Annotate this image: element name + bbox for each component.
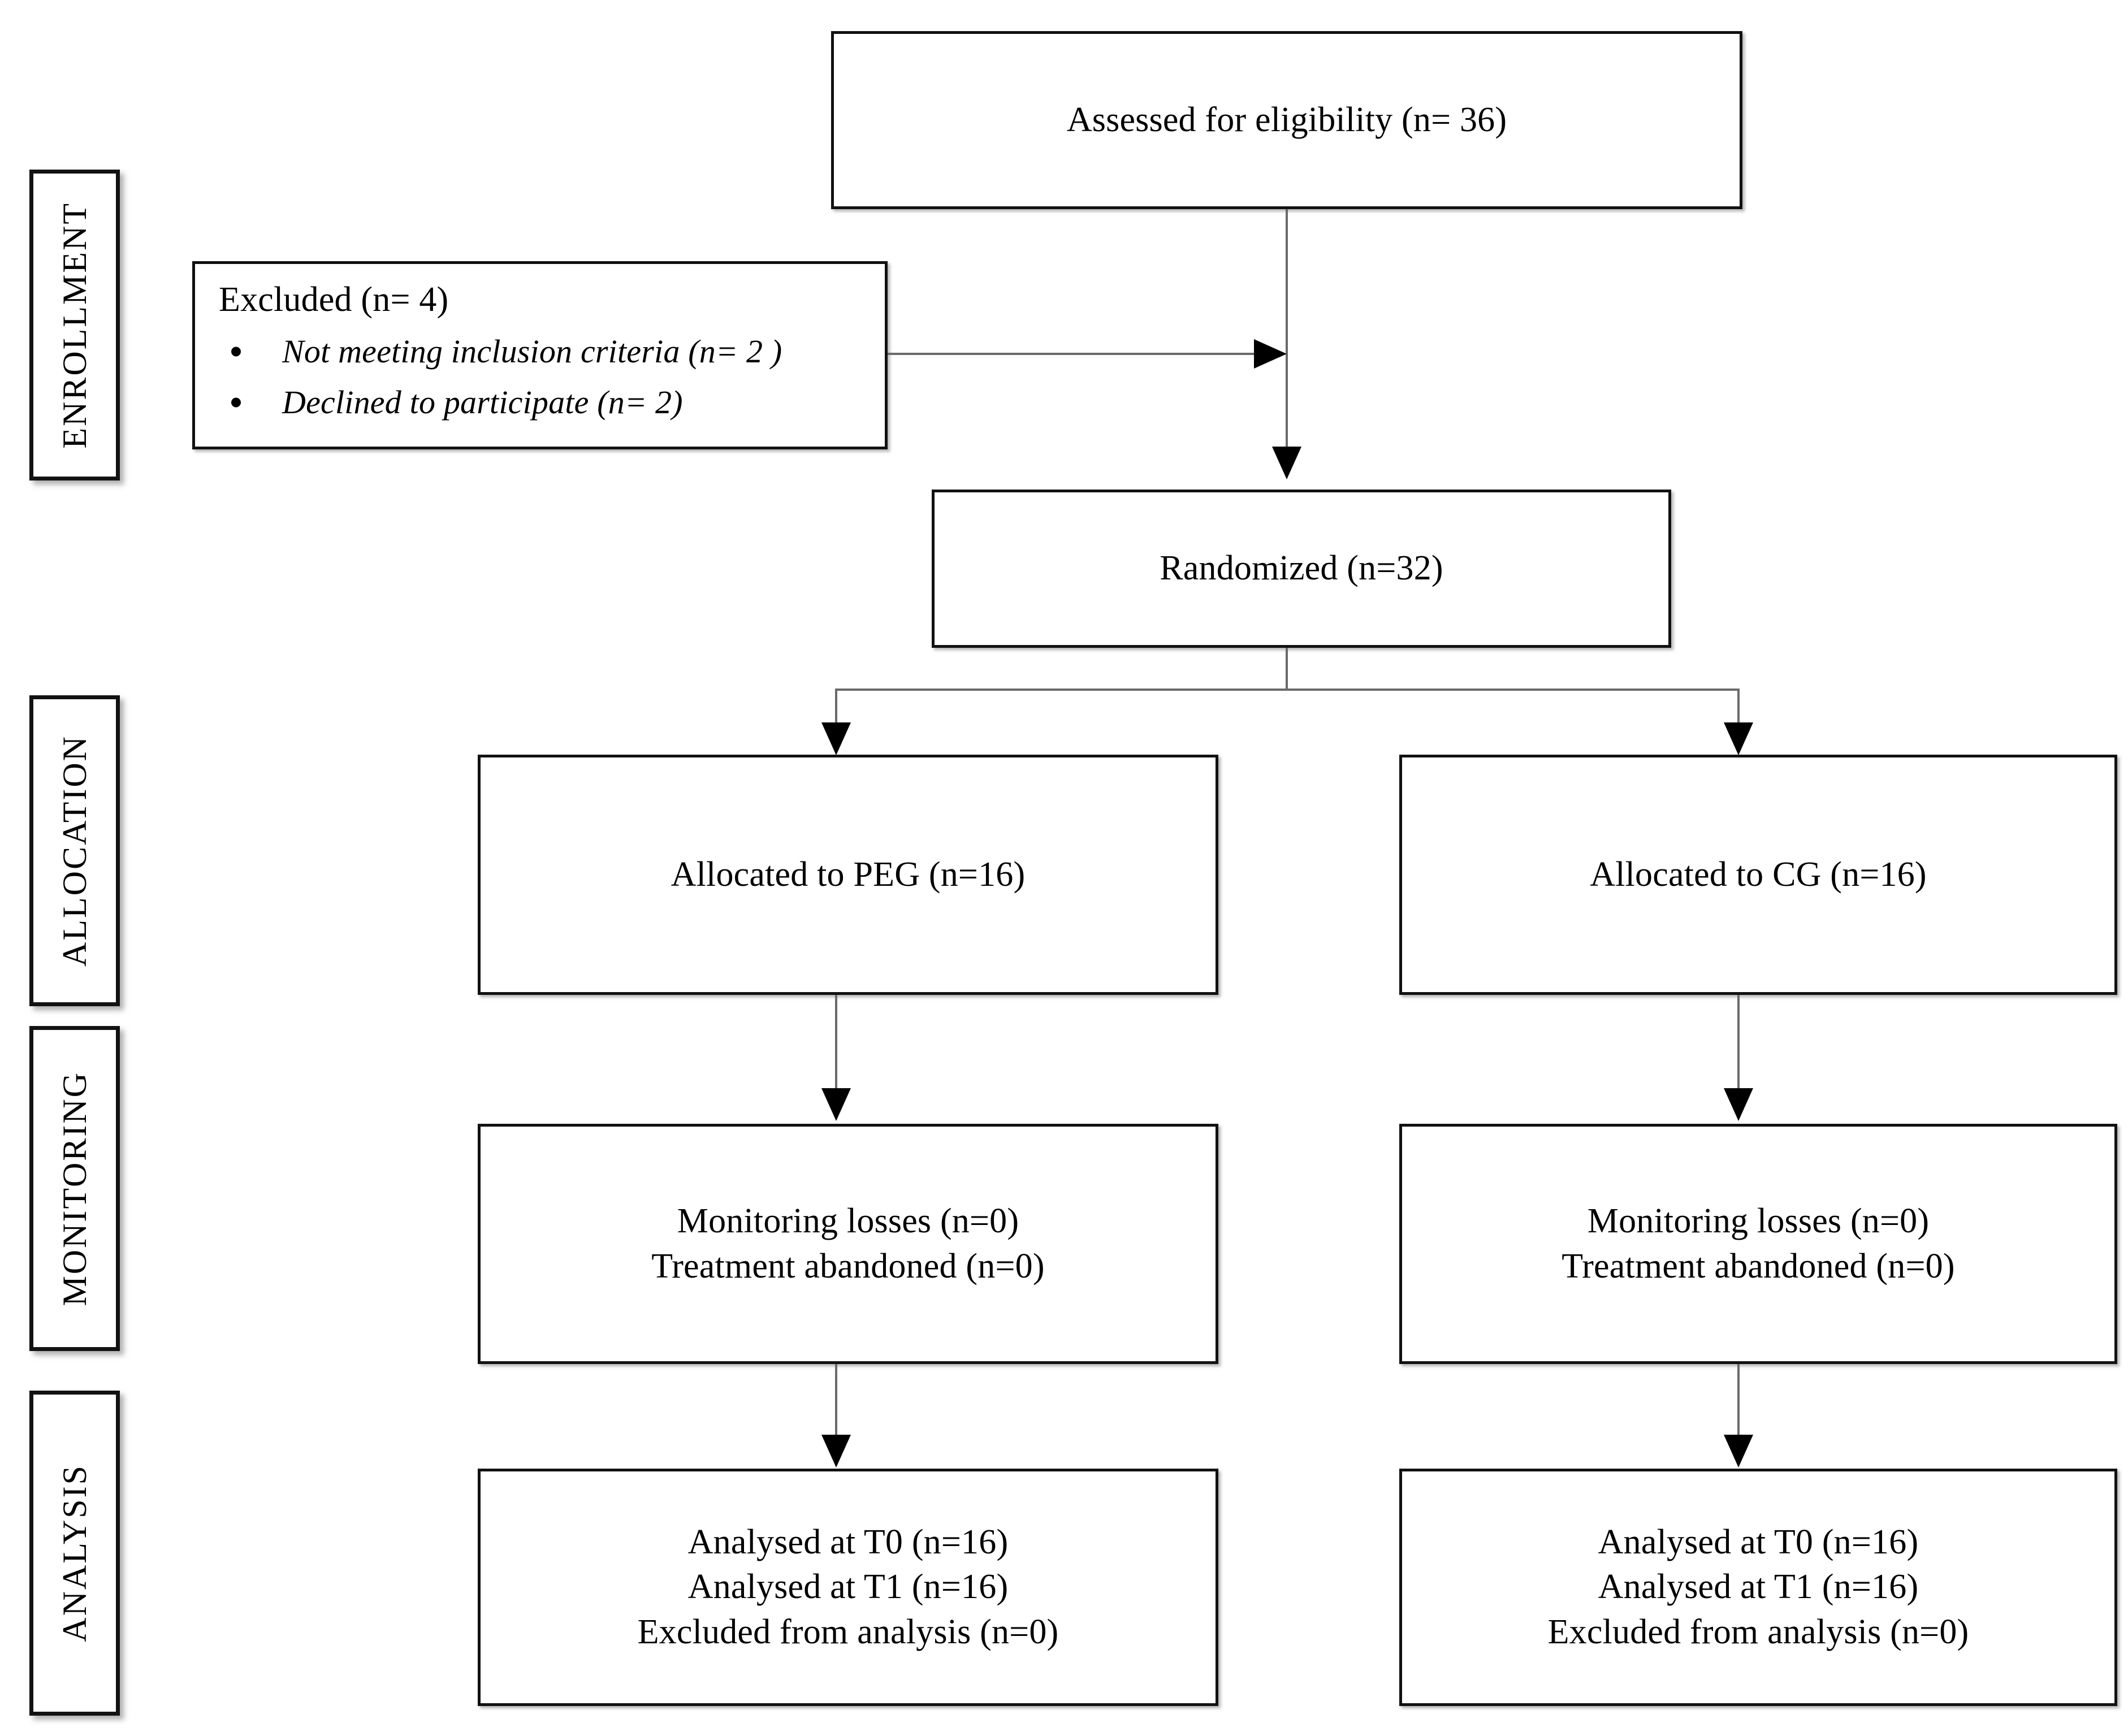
arrowhead-excluded-to-main <box>1254 339 1287 369</box>
node-allocated-cg-text: Allocated to CG (n=16) <box>1590 855 1927 894</box>
stage-label-monitoring: MONITORING <box>29 1026 120 1351</box>
connector-monitoring-left-to-analysis <box>835 1364 837 1460</box>
node-analysis-right-line2: Analysed at T1 (n=16) <box>1598 1568 1919 1607</box>
node-analysis-right-line3: Excluded from analysis (n=0) <box>1547 1612 1969 1651</box>
connector-excluded-to-main <box>888 353 1256 355</box>
node-analysis-left: Analysed at T0 (n=16) Analysed at T1 (n=… <box>478 1469 1218 1706</box>
node-assessed-for-eligibility: Assessed for eligibility (n= 36) <box>831 31 1742 209</box>
arrowhead-into-monitoring-left <box>821 1088 851 1121</box>
node-monitoring-right-line1: Monitoring losses (n=0) <box>1587 1202 1930 1241</box>
node-analysis-left-line3: Excluded from analysis (n=0) <box>637 1612 1059 1651</box>
arrowhead-into-alloc-cg <box>1724 722 1753 755</box>
node-analysis-left-line1: Analysed at T0 (n=16) <box>687 1522 1009 1561</box>
node-allocated-peg-text: Allocated to PEG (n=16) <box>671 855 1026 894</box>
bullet-icon <box>231 397 241 408</box>
stage-label-enrollment: ENROLLMENT <box>29 170 120 480</box>
connector-assessed-to-randomized <box>1286 209 1288 476</box>
connector-cg-to-monitoring <box>1737 995 1740 1102</box>
node-allocated-peg: Allocated to PEG (n=16) <box>478 755 1218 995</box>
arrowhead-into-alloc-peg <box>821 722 851 755</box>
node-excluded: Excluded (n= 4) Not meeting inclusion cr… <box>192 261 888 449</box>
node-monitoring-left-line1: Monitoring losses (n=0) <box>677 1202 1019 1241</box>
bullet-icon <box>231 347 241 357</box>
arrowhead-into-randomized <box>1272 447 1301 479</box>
node-monitoring-right: Monitoring losses (n=0) Treatment abando… <box>1399 1124 2117 1364</box>
node-analysis-right-line1: Analysed at T0 (n=16) <box>1598 1522 1919 1561</box>
stage-label-allocation-text: ALLOCATION <box>56 735 93 967</box>
list-item: Declined to participate (n= 2) <box>219 382 885 423</box>
connector-randomized-to-peg <box>835 689 837 752</box>
node-analysis-right: Analysed at T0 (n=16) Analysed at T1 (n=… <box>1399 1469 2117 1706</box>
node-randomized-text: Randomized (n=32) <box>1160 549 1443 588</box>
arrowhead-into-monitoring-right <box>1724 1088 1753 1121</box>
node-randomized: Randomized (n=32) <box>932 490 1671 648</box>
arrowhead-into-analysis-left <box>821 1435 851 1467</box>
connector-randomized-split-bar <box>835 689 1740 691</box>
node-excluded-item-0: Not meeting inclusion criteria (n= 2 ) <box>282 333 782 370</box>
node-allocated-cg: Allocated to CG (n=16) <box>1399 755 2117 995</box>
node-monitoring-left: Monitoring losses (n=0) Treatment abando… <box>478 1124 1218 1364</box>
node-monitoring-left-line2: Treatment abandoned (n=0) <box>651 1246 1045 1285</box>
list-item: Not meeting inclusion criteria (n= 2 ) <box>219 331 885 373</box>
stage-label-allocation: ALLOCATION <box>29 695 120 1006</box>
connector-randomized-stem <box>1286 648 1288 690</box>
node-excluded-item-1: Declined to participate (n= 2) <box>282 384 683 421</box>
node-monitoring-right-line2: Treatment abandoned (n=0) <box>1562 1246 1955 1285</box>
node-assessed-text: Assessed for eligibility (n= 36) <box>1066 100 1507 139</box>
node-excluded-list: Not meeting inclusion criteria (n= 2 ) D… <box>219 331 885 423</box>
node-analysis-left-line2: Analysed at T1 (n=16) <box>687 1568 1009 1607</box>
arrowhead-into-analysis-right <box>1724 1435 1753 1467</box>
connector-monitoring-right-to-analysis <box>1737 1364 1740 1460</box>
stage-label-analysis: ANALYSIS <box>29 1391 120 1716</box>
stage-label-analysis-text: ANALYSIS <box>56 1464 93 1642</box>
stage-label-monitoring-text: MONITORING <box>56 1071 93 1306</box>
connector-peg-to-monitoring <box>835 995 837 1102</box>
node-excluded-title: Excluded (n= 4) <box>219 280 449 319</box>
stage-label-enrollment-text: ENROLLMENT <box>56 201 93 449</box>
connector-randomized-to-cg <box>1737 689 1740 752</box>
